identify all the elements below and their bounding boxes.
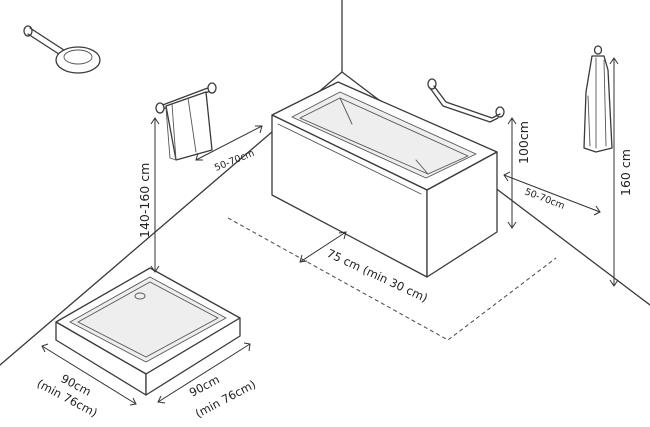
shower-tray (55, 267, 241, 396)
label-towel-height: 160 cm (618, 149, 633, 196)
dim-shower-right (157, 342, 251, 404)
label-tub-height: 100cm (516, 121, 531, 164)
dim-tub-clearance (299, 231, 347, 263)
dim-towel-height (609, 57, 619, 287)
dim-shower-left (41, 343, 137, 406)
dim-gap-towel (195, 125, 263, 161)
shower-head-icon (23, 25, 101, 74)
dim-tub-height (507, 117, 517, 229)
hanging-towel-icon (583, 45, 613, 153)
label-height-side: 140-160 cm (137, 163, 152, 238)
dim-gap-right (503, 171, 601, 216)
bathtub (271, 81, 498, 278)
dim-height-side (150, 117, 160, 273)
towel-rail-icon (155, 82, 217, 161)
label-gap-towel: 50-70cm (213, 148, 256, 174)
grab-bar-icon (427, 78, 505, 123)
